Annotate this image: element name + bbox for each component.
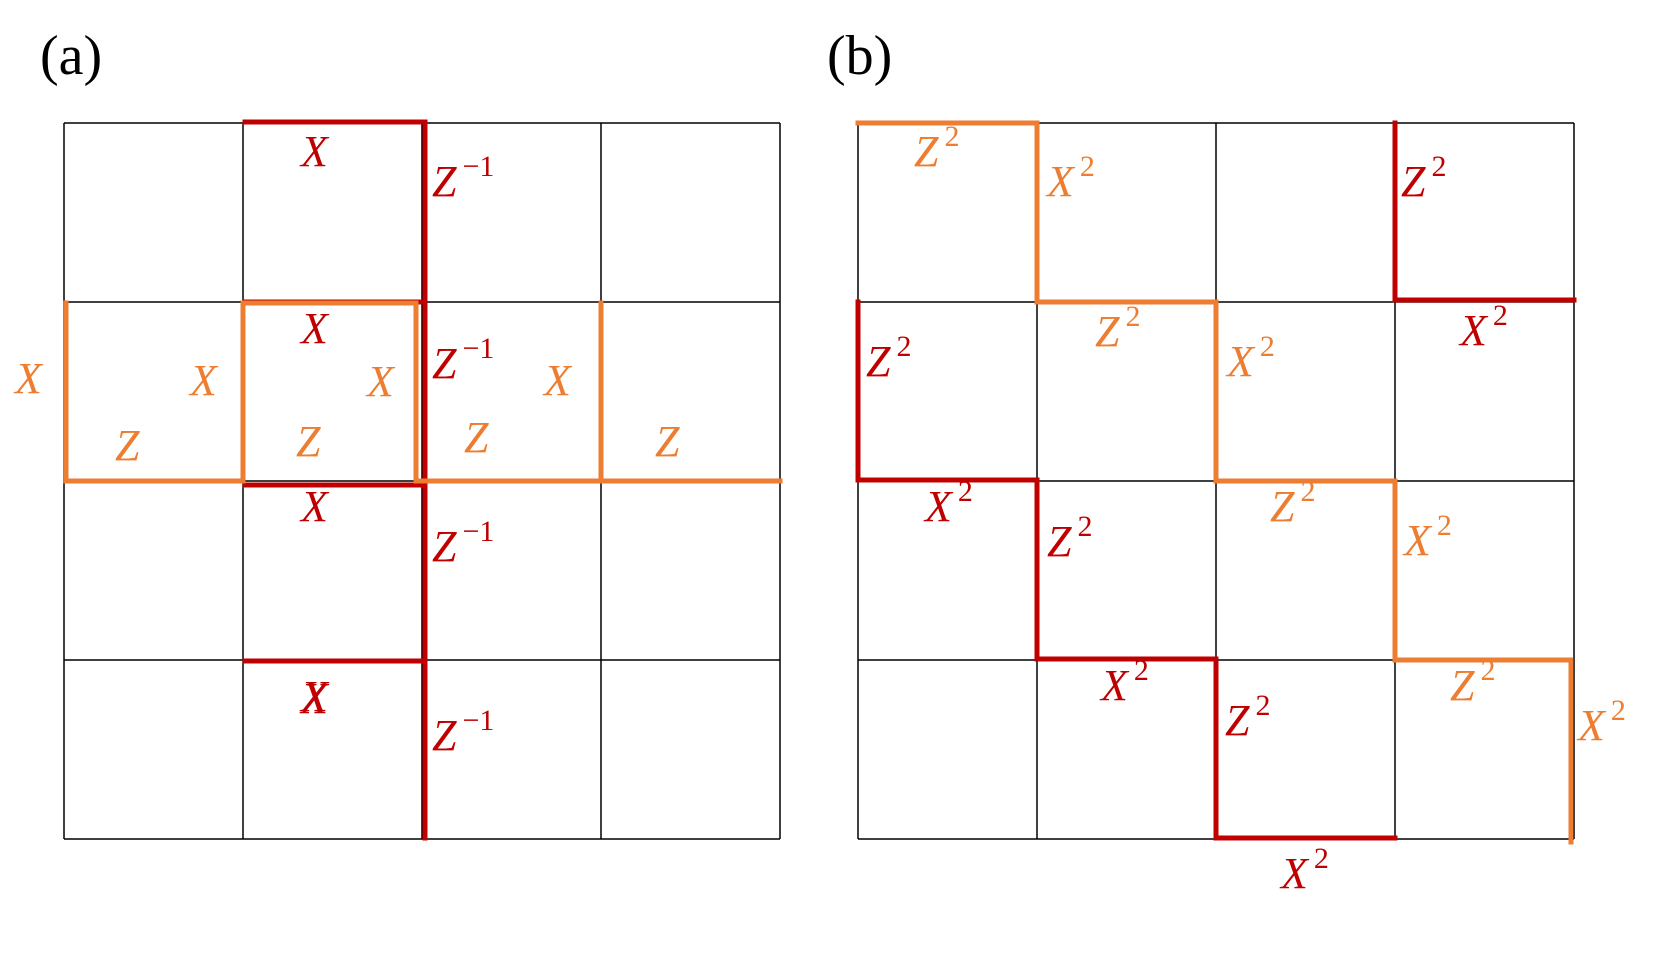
- operator-exponent: 2: [896, 330, 911, 363]
- operator-symbol: X: [923, 482, 954, 531]
- operator-exponent: 2: [1125, 300, 1140, 333]
- operator-exponent: 2: [1493, 299, 1508, 332]
- operator-label: Z−1: [432, 704, 494, 760]
- operator-symbol: X: [299, 672, 330, 721]
- panel-label-b: (b): [827, 25, 892, 87]
- operator-exponent: 2: [1611, 694, 1626, 727]
- operator-exponent: 2: [1080, 150, 1095, 183]
- red-operator-path: [855, 299, 1398, 841]
- operator-symbol: Z: [1225, 696, 1250, 745]
- orange-operator-path: [63, 300, 783, 484]
- operator-symbol: Z: [866, 337, 891, 386]
- operator-exponent: 2: [1314, 842, 1329, 875]
- operator-exponent: 2: [1480, 654, 1495, 687]
- operator-symbol: X: [1045, 157, 1076, 206]
- operator-symbol: Z: [1047, 517, 1072, 566]
- operator-symbol: X: [1402, 516, 1433, 565]
- operator-label: X: [542, 356, 573, 405]
- operator-label: Z: [464, 413, 489, 462]
- operator-exponent: 2: [1260, 330, 1275, 363]
- operator-symbol: Z: [432, 339, 457, 388]
- operator-symbol: Z: [655, 417, 680, 466]
- operator-symbol: X: [542, 356, 573, 405]
- operator-symbol: X: [1279, 849, 1310, 898]
- operator-label: Z: [115, 421, 140, 470]
- operator-exponent: −1: [462, 150, 494, 183]
- operator-symbol: X: [13, 354, 44, 403]
- operator-label: Z−1: [432, 515, 494, 571]
- red-operator-path: [1392, 120, 1577, 303]
- operator-symbol: Z: [1270, 482, 1295, 531]
- operator-label: X: [188, 356, 219, 405]
- operator-label: X: [299, 127, 330, 176]
- operator-label: X: [365, 357, 396, 406]
- operator-exponent: −1: [462, 332, 494, 365]
- operator-exponent: 2: [1255, 689, 1270, 722]
- operator-symbol: X: [299, 127, 330, 176]
- operator-symbol: Z: [1450, 661, 1475, 710]
- operator-exponent: −1: [462, 515, 494, 548]
- operator-symbol: X: [365, 357, 396, 406]
- operator-label: X: [299, 672, 330, 721]
- operator-label: Z−1: [432, 150, 494, 206]
- operator-label: Z−1: [432, 332, 494, 388]
- operator-label: Z: [296, 417, 321, 466]
- operator-symbol: Z: [432, 522, 457, 571]
- operator-label: X: [13, 354, 44, 403]
- operator-symbol: X: [299, 674, 330, 723]
- operator-symbol: Z: [464, 413, 489, 462]
- operator-symbol: Z: [432, 157, 457, 206]
- orange-operator-path: [855, 120, 1574, 845]
- operator-exponent: 2: [1077, 510, 1092, 543]
- operator-symbol: X: [299, 304, 330, 353]
- operator-label: X: [299, 482, 330, 531]
- operator-symbol: X: [188, 356, 219, 405]
- operator-exponent: −1: [462, 704, 494, 737]
- operator-symbol: X: [1099, 661, 1130, 710]
- operator-symbol: X: [1576, 701, 1607, 750]
- operator-symbol: Z: [432, 711, 457, 760]
- operator-exponent: 2: [1437, 509, 1452, 542]
- red-operator-path: [242, 119, 428, 841]
- operator-exponent: 2: [958, 475, 973, 508]
- operator-symbol: Z: [296, 417, 321, 466]
- operator-symbol: Z: [1401, 157, 1426, 206]
- panel-label-a: (a): [40, 25, 102, 87]
- operator-symbol: X: [299, 482, 330, 531]
- operator-exponent: 2: [1300, 475, 1315, 508]
- operator-symbol: Z: [914, 127, 939, 176]
- operator-label: X: [299, 674, 330, 723]
- operator-symbol: X: [1225, 337, 1256, 386]
- operator-exponent: 2: [1134, 654, 1149, 687]
- operator-label: X: [299, 304, 330, 353]
- operator-symbol: X: [1458, 306, 1489, 355]
- operator-symbol: Z: [115, 421, 140, 470]
- operator-exponent: 2: [1431, 150, 1446, 183]
- operator-exponent: 2: [944, 120, 959, 153]
- operator-symbol: Z: [1095, 307, 1120, 356]
- operator-label: Z: [655, 417, 680, 466]
